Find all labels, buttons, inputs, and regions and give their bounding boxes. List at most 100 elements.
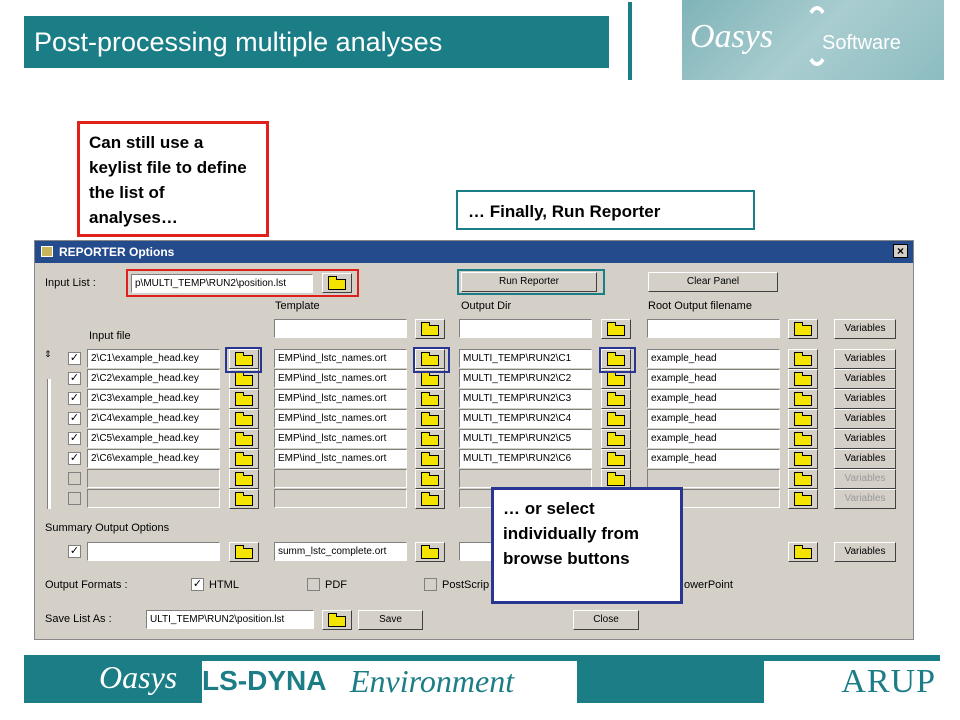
- row-input-file-field[interactable]: 2\C3\example_head.key: [87, 389, 220, 408]
- row-input-file-field[interactable]: [87, 469, 220, 488]
- row-template-field[interactable]: EMP\ind_lstc_names.ort: [274, 369, 407, 388]
- row-template-browse-button[interactable]: [415, 469, 445, 489]
- summary-template-browse-button[interactable]: [415, 542, 445, 562]
- row-template-browse-button[interactable]: [415, 409, 445, 429]
- row-output-dir-field[interactable]: MULTI_TEMP\RUN2\C3: [459, 389, 592, 408]
- row-output-dir-browse-button[interactable]: [601, 469, 631, 489]
- row-variables-button[interactable]: Variables: [834, 469, 896, 489]
- summary-root-browse-button[interactable]: [788, 542, 818, 562]
- row-variables-button[interactable]: Variables: [834, 409, 896, 429]
- row-input-file-field[interactable]: 2\C5\example_head.key: [87, 429, 220, 448]
- row-root-browse-button[interactable]: [788, 369, 818, 389]
- row-template-field[interactable]: [274, 489, 407, 508]
- row-template-field[interactable]: EMP\ind_lstc_names.ort: [274, 389, 407, 408]
- row-variables-button[interactable]: Variables: [834, 349, 896, 369]
- row-root-browse-button[interactable]: [788, 409, 818, 429]
- row-checkbox[interactable]: ✓: [68, 452, 81, 465]
- row-input-file-field[interactable]: 2\C1\example_head.key: [87, 349, 220, 368]
- row-template-field[interactable]: EMP\ind_lstc_names.ort: [274, 409, 407, 428]
- run-reporter-button[interactable]: Run Reporter: [461, 272, 597, 292]
- row-root-browse-button[interactable]: [788, 429, 818, 449]
- row-root-output-field[interactable]: example_head: [647, 389, 780, 408]
- row-root-browse-button[interactable]: [788, 349, 818, 369]
- row-input-browse-button[interactable]: [229, 429, 259, 449]
- row-variables-button[interactable]: Variables: [834, 369, 896, 389]
- close-button[interactable]: Close: [573, 610, 639, 630]
- row-output-dir-browse-button[interactable]: [601, 449, 631, 469]
- summary-input-field[interactable]: [87, 542, 220, 561]
- row-output-dir-field[interactable]: MULTI_TEMP\RUN2\C2: [459, 369, 592, 388]
- default-template-field[interactable]: [274, 319, 407, 338]
- row-output-dir-browse-button[interactable]: [601, 389, 631, 409]
- row-input-file-field[interactable]: 2\C6\example_head.key: [87, 449, 220, 468]
- summary-template-field[interactable]: summ_lstc_complete.ort: [274, 542, 407, 561]
- row-output-dir-browse-button[interactable]: [601, 429, 631, 449]
- row-checkbox[interactable]: [68, 492, 81, 505]
- row-checkbox[interactable]: ✓: [68, 352, 81, 365]
- save-button[interactable]: Save: [358, 610, 423, 630]
- row-root-output-field[interactable]: example_head: [647, 409, 780, 428]
- row-template-browse-button[interactable]: [415, 449, 445, 469]
- row-template-field[interactable]: EMP\ind_lstc_names.ort: [274, 449, 407, 468]
- row-input-file-field[interactable]: 2\C4\example_head.key: [87, 409, 220, 428]
- row-root-output-field[interactable]: example_head: [647, 429, 780, 448]
- row-root-output-field[interactable]: example_head: [647, 449, 780, 468]
- row-root-output-field[interactable]: example_head: [647, 369, 780, 388]
- row-root-output-field[interactable]: [647, 469, 780, 488]
- row-variables-button[interactable]: Variables: [834, 429, 896, 449]
- html-checkbox[interactable]: ✓: [191, 578, 204, 591]
- row-input-browse-button[interactable]: [229, 389, 259, 409]
- row-template-browse-button[interactable]: [415, 349, 445, 369]
- row-variables-button[interactable]: Variables: [834, 449, 896, 469]
- default-variables-button[interactable]: Variables: [834, 319, 896, 339]
- row-checkbox[interactable]: [68, 472, 81, 485]
- row-checkbox[interactable]: ✓: [68, 412, 81, 425]
- row-template-browse-button[interactable]: [415, 389, 445, 409]
- row-template-browse-button[interactable]: [415, 489, 445, 509]
- default-template-browse-button[interactable]: [415, 319, 445, 339]
- default-root-browse-button[interactable]: [788, 319, 818, 339]
- row-input-browse-button[interactable]: [229, 489, 259, 509]
- default-outdir-browse-button[interactable]: [601, 319, 631, 339]
- row-input-browse-button[interactable]: [229, 469, 259, 489]
- summary-input-browse-button[interactable]: [229, 542, 259, 562]
- row-template-browse-button[interactable]: [415, 429, 445, 449]
- save-list-browse-button[interactable]: [322, 610, 352, 630]
- pdf-checkbox[interactable]: [307, 578, 320, 591]
- row-template-browse-button[interactable]: [415, 369, 445, 389]
- row-variables-button[interactable]: Variables: [834, 389, 896, 409]
- row-template-field[interactable]: EMP\ind_lstc_names.ort: [274, 429, 407, 448]
- summary-checkbox[interactable]: ✓: [68, 545, 81, 558]
- row-input-browse-button[interactable]: [229, 349, 259, 369]
- row-root-browse-button[interactable]: [788, 489, 818, 509]
- window-close-button[interactable]: ×: [893, 244, 908, 258]
- default-outdir-field[interactable]: [459, 319, 592, 338]
- row-root-output-field[interactable]: example_head: [647, 349, 780, 368]
- row-output-dir-field[interactable]: MULTI_TEMP\RUN2\C1: [459, 349, 592, 368]
- row-input-browse-button[interactable]: [229, 369, 259, 389]
- save-list-field[interactable]: ULTI_TEMP\RUN2\position.lst: [146, 610, 314, 629]
- row-scrollbar[interactable]: ⇕: [44, 349, 54, 511]
- row-output-dir-field[interactable]: MULTI_TEMP\RUN2\C6: [459, 449, 592, 468]
- row-output-dir-browse-button[interactable]: [601, 409, 631, 429]
- row-output-dir-field[interactable]: MULTI_TEMP\RUN2\C4: [459, 409, 592, 428]
- row-checkbox[interactable]: ✓: [68, 392, 81, 405]
- row-variables-button[interactable]: Variables: [834, 489, 896, 509]
- postscript-checkbox[interactable]: [424, 578, 437, 591]
- row-input-file-field[interactable]: [87, 489, 220, 508]
- summary-variables-button[interactable]: Variables: [834, 542, 896, 562]
- row-checkbox[interactable]: ✓: [68, 372, 81, 385]
- input-list-browse-button[interactable]: [322, 273, 352, 293]
- clear-panel-button[interactable]: Clear Panel: [648, 272, 778, 292]
- row-output-dir-field[interactable]: MULTI_TEMP\RUN2\C5: [459, 429, 592, 448]
- row-root-browse-button[interactable]: [788, 469, 818, 489]
- default-root-field[interactable]: [647, 319, 780, 338]
- row-checkbox[interactable]: ✓: [68, 432, 81, 445]
- row-output-dir-browse-button[interactable]: [601, 369, 631, 389]
- row-input-browse-button[interactable]: [229, 449, 259, 469]
- window-title-bar[interactable]: REPORTER Options: [35, 241, 913, 263]
- input-list-field[interactable]: p\MULTI_TEMP\RUN2\position.lst: [131, 274, 313, 293]
- row-template-field[interactable]: [274, 469, 407, 488]
- row-input-browse-button[interactable]: [229, 409, 259, 429]
- row-template-field[interactable]: EMP\ind_lstc_names.ort: [274, 349, 407, 368]
